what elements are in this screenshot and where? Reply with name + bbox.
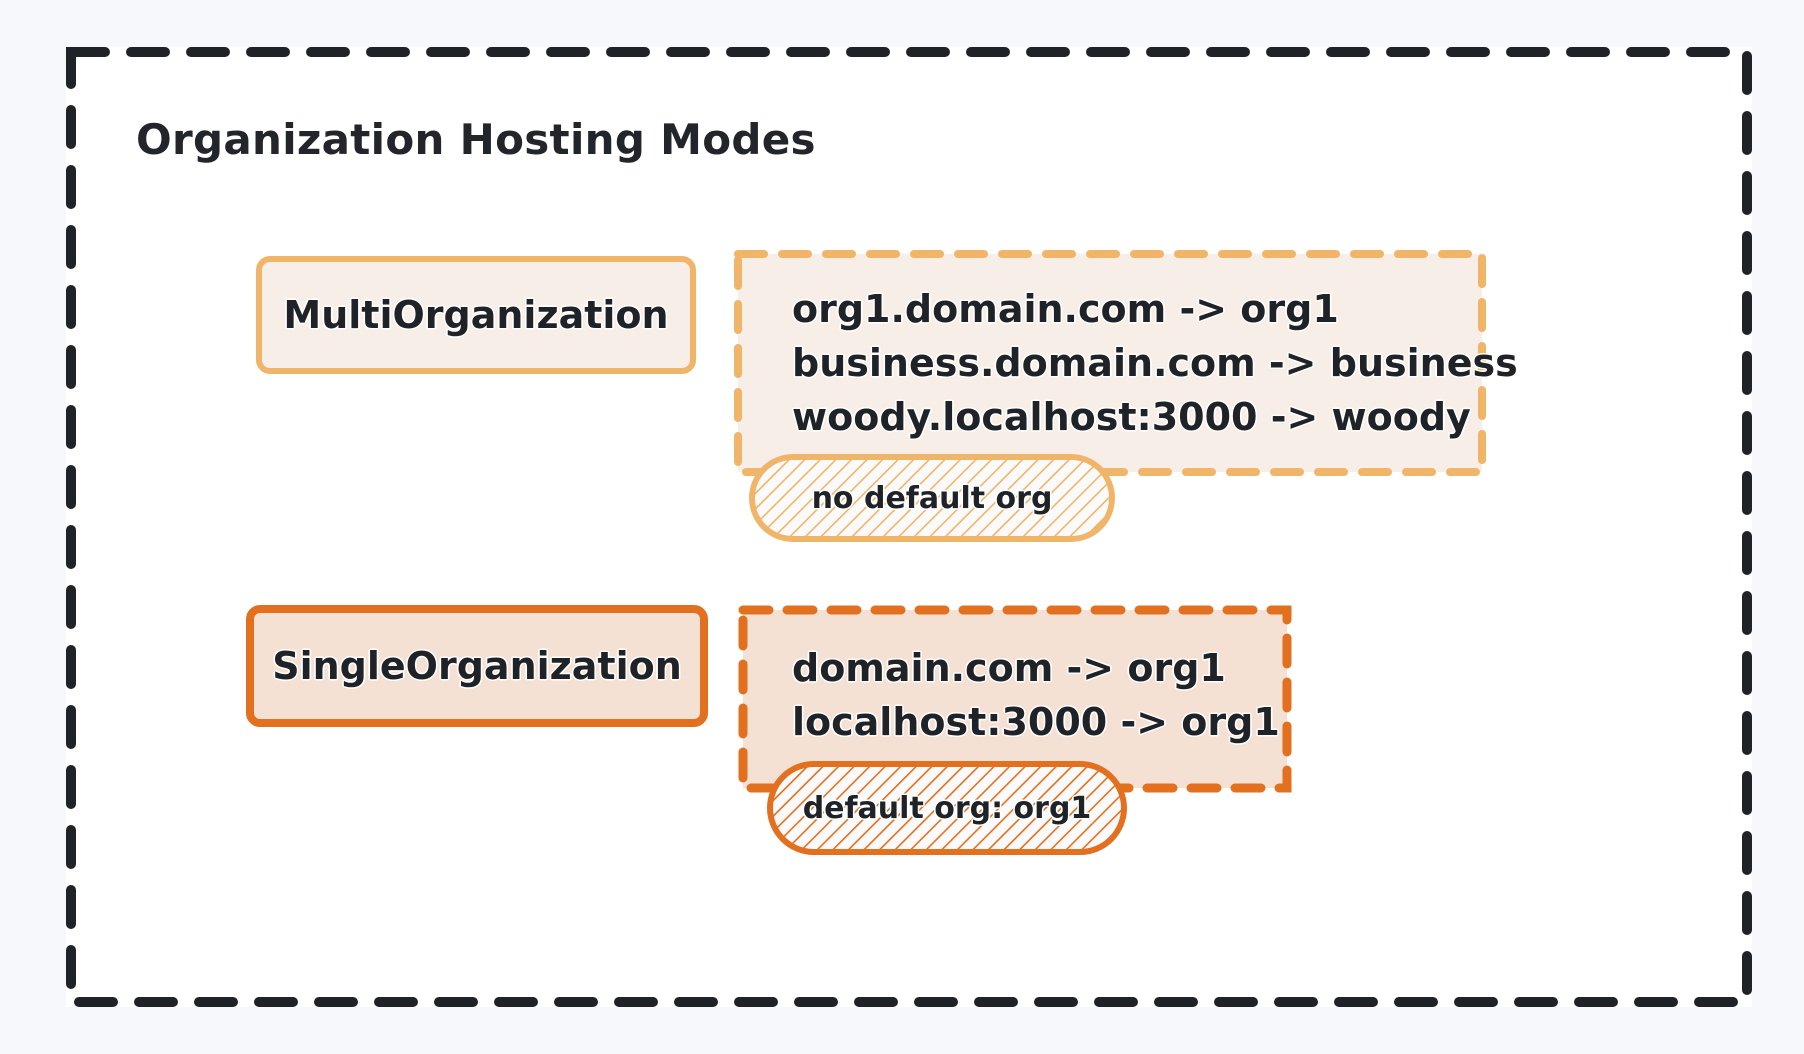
mapping-line: business.domain.com -> business: [792, 341, 1518, 385]
page-title: Organization Hosting Modes: [136, 115, 816, 164]
mapping-panel-singleorganization: domain.com -> org1 localhost:3000 -> org…: [738, 605, 1292, 793]
mapping-list-singleorganization: domain.com -> org1 localhost:3000 -> org…: [792, 641, 1280, 749]
mapping-list-multiorganization: org1.domain.com -> org1 business.domain.…: [792, 282, 1518, 444]
diagram-sheet: Organization Hosting Modes MultiOrganiza…: [66, 47, 1752, 1007]
mapping-line: domain.com -> org1: [792, 646, 1226, 690]
note-pill-no-default-org: no default org: [748, 453, 1116, 543]
note-pill-default-org: default org: org1: [766, 760, 1128, 856]
mapping-panel-single-outline: [738, 605, 1292, 793]
mode-label-multiorganization: MultiOrganization: [283, 293, 669, 337]
mapping-panel-multiorganization: org1.domain.com -> org1 business.domain.…: [734, 250, 1518, 476]
mapping-line: woody.localhost:3000 -> woody: [792, 395, 1471, 439]
note-pill-label-single: default org: org1: [802, 790, 1092, 826]
mapping-line: localhost:3000 -> org1: [792, 700, 1280, 744]
note-pill-label-multi: no default org: [811, 480, 1053, 516]
mode-label-singleorganization: SingleOrganization: [272, 644, 682, 688]
mapping-line: org1.domain.com -> org1: [792, 287, 1339, 331]
mapping-panel-multi-outline: [734, 250, 1486, 476]
note-pill-single-background: [767, 761, 1127, 855]
mode-box-multiorganization[interactable]: MultiOrganization: [256, 256, 696, 374]
note-pill-multi-background: [749, 454, 1115, 542]
mode-box-singleorganization[interactable]: SingleOrganization: [246, 605, 708, 727]
